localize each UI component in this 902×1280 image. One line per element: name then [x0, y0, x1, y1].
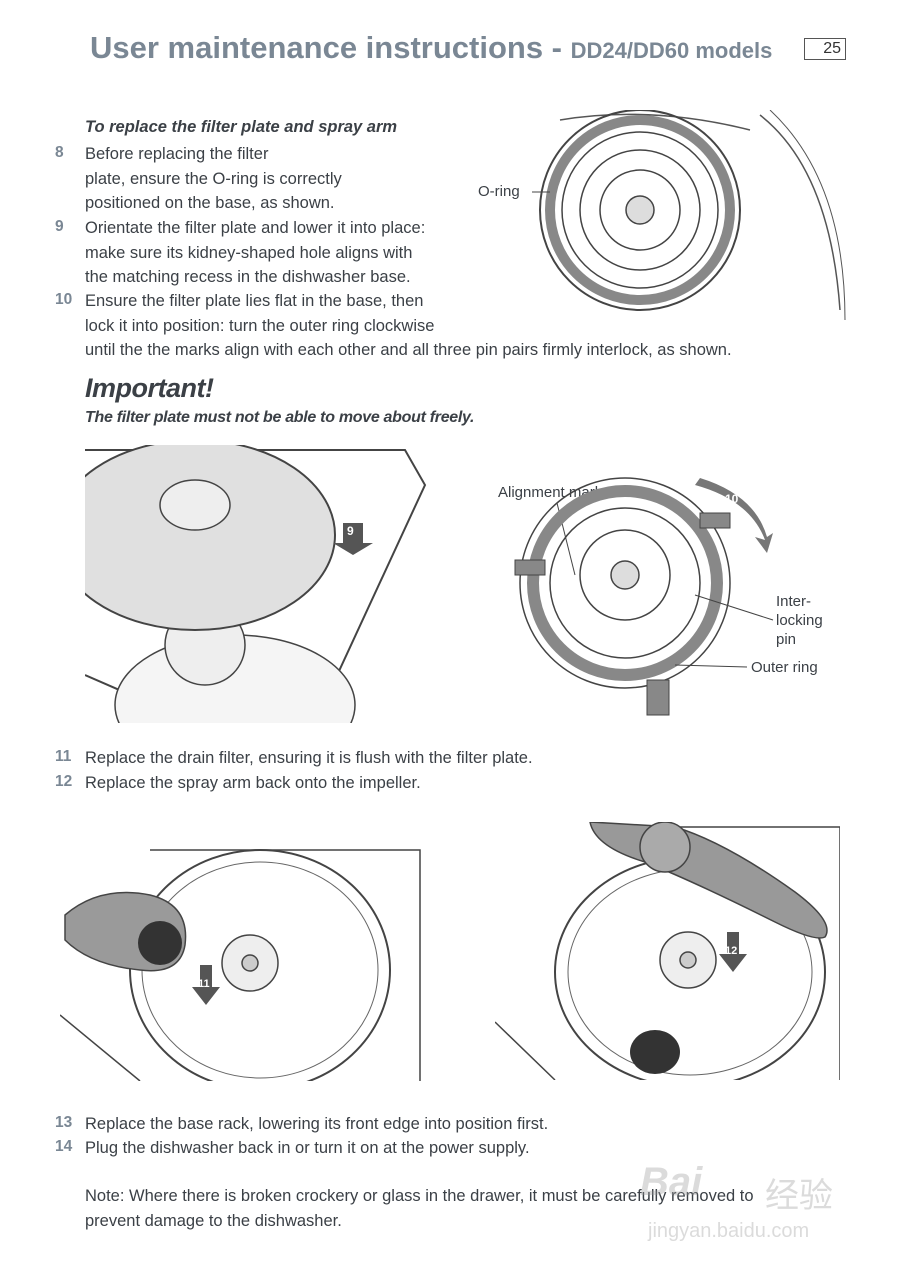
important-text: The filter plate must not be able to mov…	[85, 409, 475, 426]
drain-filter-figure: 11	[60, 849, 421, 1081]
arrow10-label: 10	[725, 492, 739, 506]
spray-arm-figure: 12	[495, 822, 840, 1080]
step-number: 10	[55, 291, 73, 308]
step-text: Replace the spray arm back onto the impe…	[85, 774, 421, 792]
step-number: 13	[55, 1114, 73, 1131]
step-text: Replace the drain filter, ensuring it is…	[85, 749, 533, 767]
note-text: Note: Where there is broken crockery or …	[85, 1187, 754, 1230]
step-text: Replace the base rack, lowering its fron…	[85, 1115, 549, 1133]
outer-ring-label: Outer ring	[751, 659, 818, 676]
arrow12-label: 12	[725, 945, 737, 957]
arrow11-label: 11	[198, 978, 210, 990]
step-number: 14	[55, 1138, 73, 1155]
step-number: 9	[55, 218, 64, 235]
step-number: 11	[55, 748, 72, 765]
step-number: 8	[55, 144, 64, 161]
filter-plate-figure: 9	[85, 445, 427, 723]
page-subtitle: DD24/DD60 models	[570, 38, 773, 63]
step-text: Before replacing the filter plate, ensur…	[85, 145, 342, 212]
step-number: 12	[55, 773, 73, 790]
section-heading: To replace the filter plate and spray ar…	[85, 118, 398, 136]
arrow9-label: 9	[347, 524, 354, 538]
step-text: Orientate the filter plate and lower it …	[85, 219, 426, 286]
oring-figure: O-ring	[478, 110, 846, 321]
watermark: Bai 经验 jingyan.baidu.com	[640, 1160, 833, 1242]
oring-label: O-ring	[478, 183, 520, 200]
page-number: 25	[804, 38, 846, 60]
step-text: Plug the dishwasher back in or turn it o…	[85, 1139, 530, 1157]
important-title: Important!	[85, 373, 214, 403]
step-text: Ensure the filter plate lies flat in the…	[85, 292, 732, 359]
page-title: User maintenance instructions - DD24/DD6…	[90, 30, 773, 65]
